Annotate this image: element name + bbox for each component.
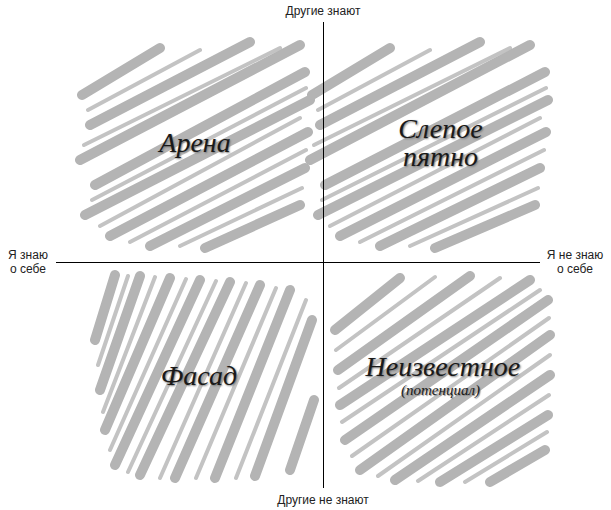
axis-label: Другие не знают [223, 493, 423, 507]
axis-label: Я знаю о себе [4, 248, 52, 276]
axis-label: Другие знают [223, 4, 423, 18]
quadrant-title: Арена [159, 129, 230, 157]
quadrant-subtitle: (потенциал) [401, 381, 480, 399]
axis-label: Я не знаю о себе [544, 248, 606, 276]
quadrant-title: Слепое пятно [366, 115, 516, 171]
quadrant: Фасад [80, 270, 318, 482]
quadrant: Арена [75, 35, 315, 250]
quadrant: Неизвестное(потенциал) [328, 270, 553, 482]
quadrant-title: Фасад [161, 362, 237, 390]
quadrant-title: Неизвестное [366, 353, 516, 381]
quadrant: Слепое пятно [328, 35, 553, 250]
